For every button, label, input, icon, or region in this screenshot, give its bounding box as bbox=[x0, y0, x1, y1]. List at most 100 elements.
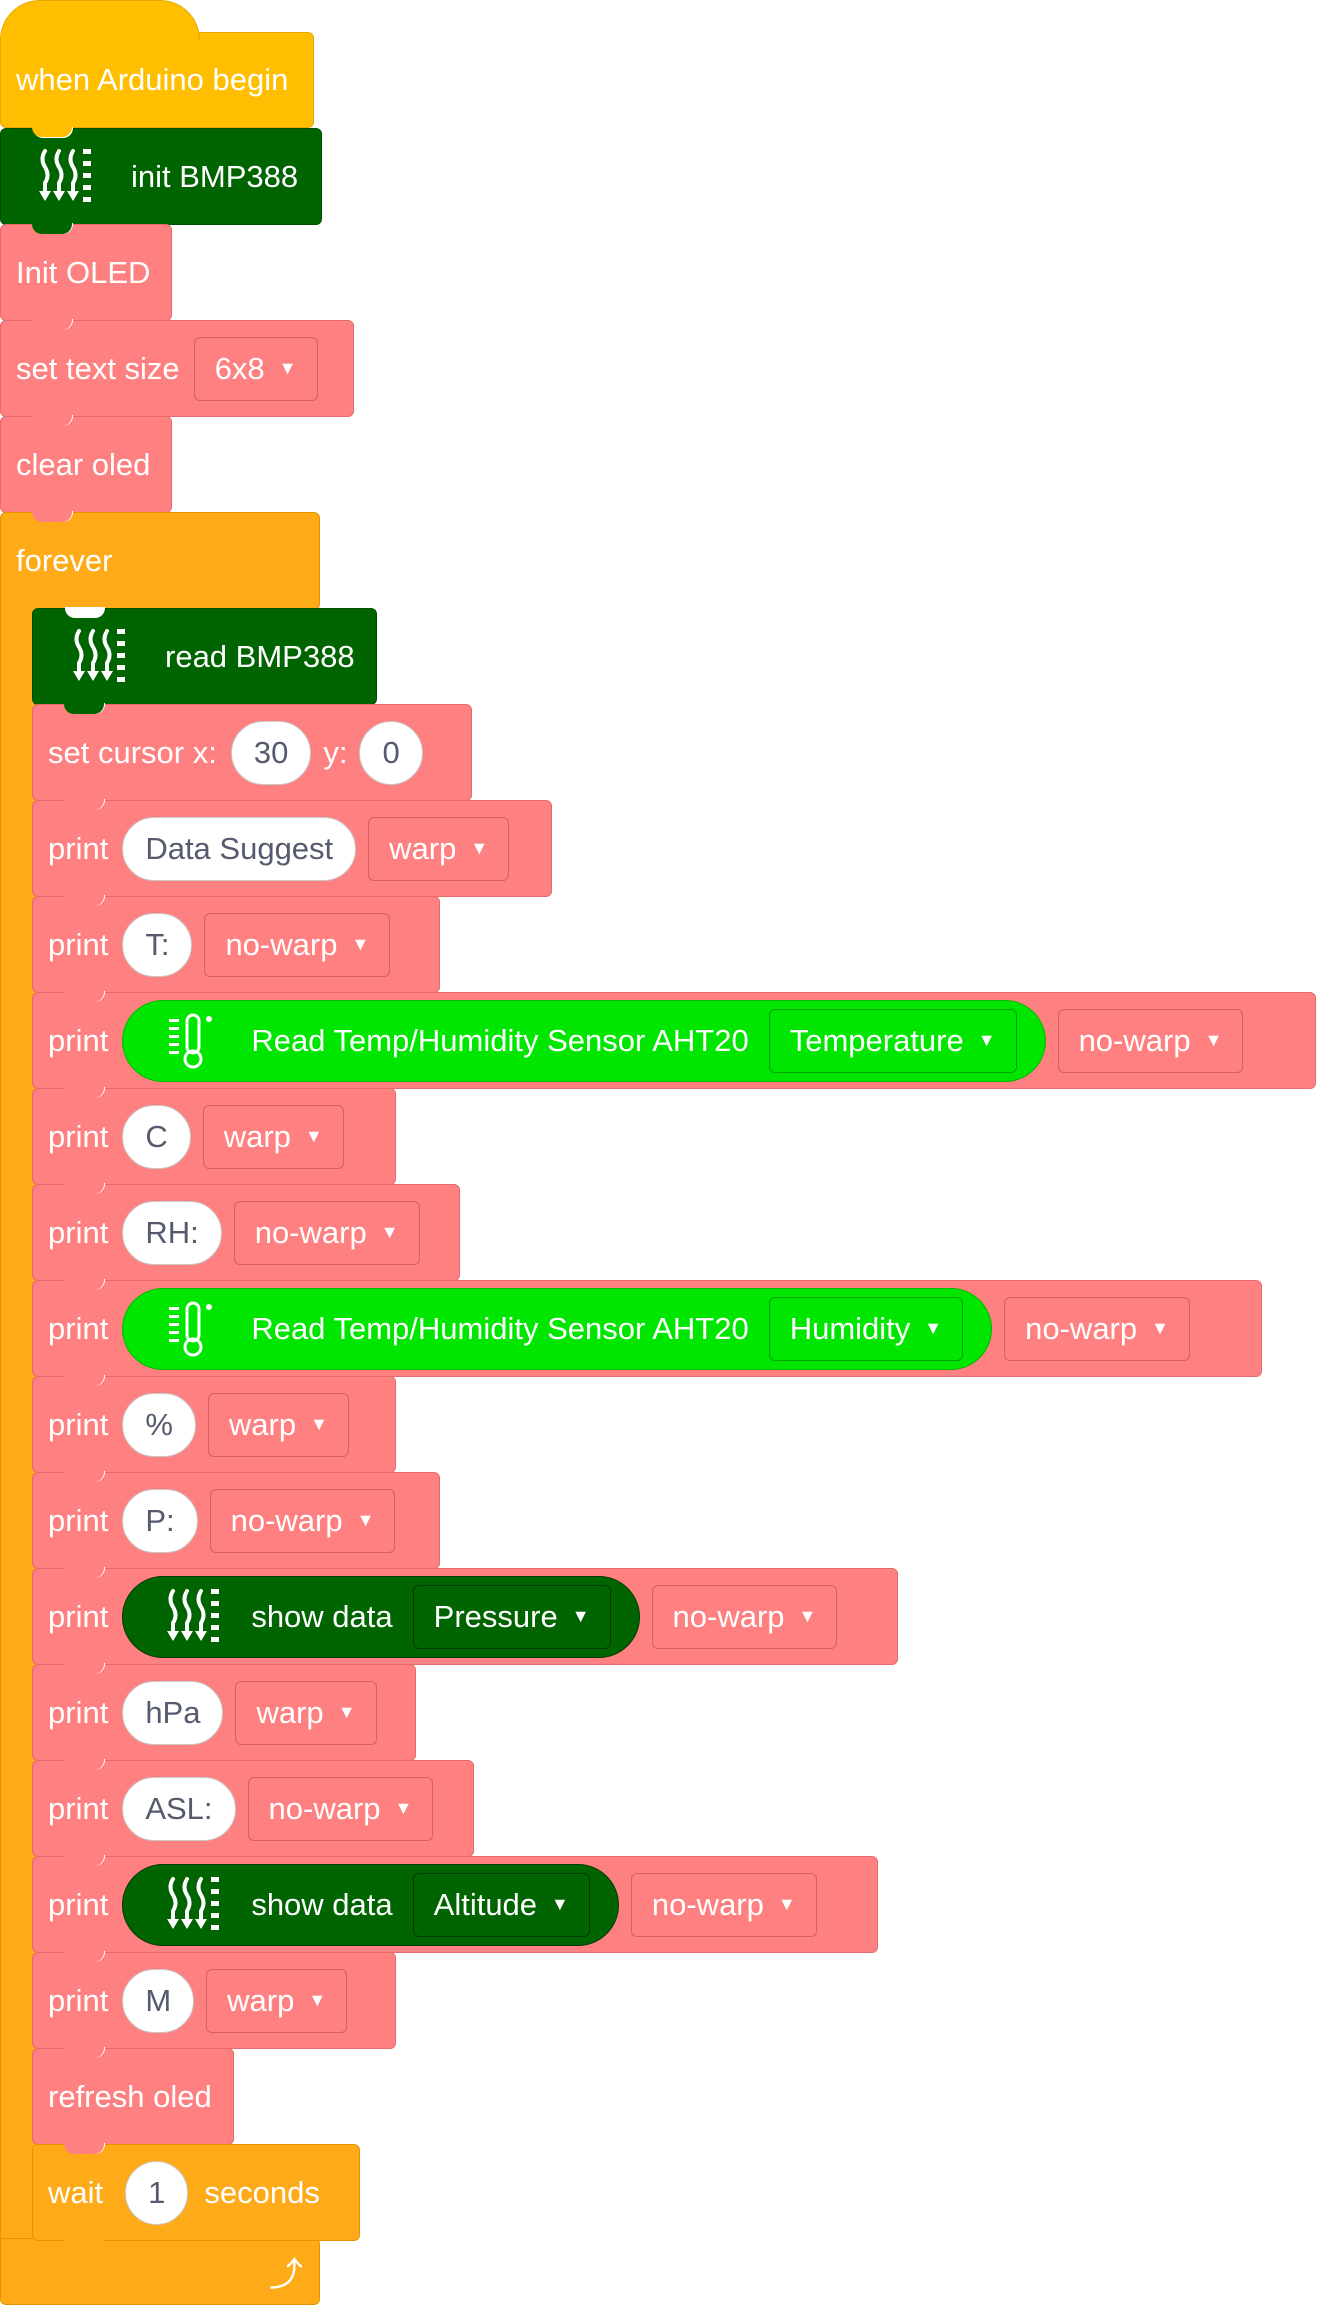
warp-mode-dropdown[interactable]: warp▼ bbox=[206, 1968, 348, 2033]
set-cursor-bump bbox=[64, 799, 104, 810]
chevron-down-icon: ▼ bbox=[977, 1030, 996, 1050]
print-text-input[interactable]: RH: bbox=[122, 1200, 222, 1265]
chevron-down-icon: ▼ bbox=[278, 358, 297, 378]
aht20-reporter[interactable]: Read Temp/Humidity Sensor AHT20 Humidity▼ bbox=[122, 1287, 993, 1370]
init-bmp388-block[interactable]: init BMP388 bbox=[0, 127, 322, 225]
warp-mode-dropdown[interactable]: warp ▼ bbox=[235, 1680, 377, 1745]
read-bmp388-block[interactable]: read BMP388 bbox=[32, 607, 377, 705]
warp-mode-dropdown[interactable]: no-warp▼ bbox=[204, 912, 391, 977]
loop-arrow-icon: ⤴ bbox=[269, 2256, 303, 2294]
print-block[interactable]: print%warp▼ bbox=[32, 1375, 396, 1473]
refresh-oled-label: refresh oled bbox=[48, 2078, 212, 2114]
set-text-size-label: set text size bbox=[16, 350, 180, 386]
warp-mode-dropdown[interactable]: warp▼ bbox=[202, 1104, 344, 1169]
bmp-option-dropdown[interactable]: Pressure▼ bbox=[412, 1584, 611, 1649]
warp-mode-value: no-warp bbox=[230, 1502, 343, 1538]
warp-mode-dropdown[interactable]: no-warp▼ bbox=[209, 1488, 396, 1553]
hat-label: when Arduino begin bbox=[16, 62, 289, 97]
print-text-input[interactable]: Data Suggest bbox=[122, 816, 357, 881]
warp-mode-value: no-warp bbox=[1025, 1310, 1138, 1346]
bmp-label: show data bbox=[251, 1886, 393, 1922]
print-text-input[interactable]: P: bbox=[122, 1488, 198, 1553]
warp-mode-dropdown[interactable]: warp▼ bbox=[368, 816, 510, 881]
print-text-input[interactable]: hPa bbox=[122, 1680, 224, 1745]
cursor-x-input[interactable]: 30 bbox=[230, 720, 312, 785]
bmp-option-dropdown[interactable]: Altitude▼ bbox=[412, 1872, 590, 1937]
print-block[interactable]: print P:no-warp▼ bbox=[32, 1471, 440, 1569]
aht20-label: Read Temp/Humidity Sensor AHT20 bbox=[251, 1310, 749, 1346]
read-bmp-bump bbox=[64, 703, 104, 714]
clear-oled-block[interactable]: clear oled bbox=[0, 415, 172, 513]
print-label: print bbox=[48, 1502, 109, 1538]
aht20-option-dropdown[interactable]: Humidity▼ bbox=[768, 1296, 964, 1361]
chevron-down-icon: ▼ bbox=[394, 1798, 413, 1818]
print-block[interactable]: print T:no-warp▼ bbox=[32, 895, 440, 993]
aht20-reporter[interactable]: Read Temp/Humidity Sensor AHT20 Temperatu… bbox=[122, 999, 1046, 1082]
warp-mode-value: warp bbox=[223, 1118, 291, 1154]
set-text-size-block[interactable]: set text size 6x8 ▼ bbox=[0, 319, 354, 417]
clear-oled-label: clear oled bbox=[16, 446, 151, 482]
print-bump bbox=[64, 1183, 104, 1194]
warp-mode-dropdown[interactable]: warp▼ bbox=[207, 1392, 349, 1457]
print-text-input[interactable]: % bbox=[122, 1392, 196, 1457]
warp-mode-value: warp bbox=[256, 1694, 324, 1730]
warp-mode-value: no-warp bbox=[254, 1214, 367, 1250]
print-bump bbox=[64, 1567, 104, 1578]
wait-block[interactable]: wait 1 seconds bbox=[32, 2143, 360, 2241]
warp-mode-dropdown[interactable]: no-warp▼ bbox=[1004, 1296, 1190, 1361]
thermometer-icon bbox=[163, 1011, 223, 1071]
print-label: print bbox=[48, 1694, 109, 1730]
print-bump bbox=[64, 1855, 104, 1866]
warp-mode-dropdown[interactable]: no-warp▼ bbox=[630, 1872, 817, 1937]
aht20-option-dropdown[interactable]: Temperature▼ bbox=[768, 1008, 1017, 1073]
aht20-label: Read Temp/Humidity Sensor AHT20 bbox=[251, 1022, 749, 1058]
wait-unit-label: seconds bbox=[204, 2174, 320, 2210]
refresh-oled-block[interactable]: refresh oled bbox=[32, 2047, 234, 2145]
print-bump bbox=[64, 1663, 104, 1674]
wait-seconds-input[interactable]: 1 bbox=[125, 2160, 189, 2225]
forever-block[interactable]: forever bbox=[0, 511, 320, 610]
thermometer-icon bbox=[163, 1299, 223, 1359]
warp-mode-dropdown[interactable]: no-warp▼ bbox=[247, 1776, 434, 1841]
init-oled-label: Init OLED bbox=[16, 254, 151, 290]
warp-mode-dropdown[interactable]: no-warp▼ bbox=[1057, 1008, 1244, 1073]
init-oled-block[interactable]: Init OLED bbox=[0, 223, 172, 321]
print-text-input[interactable]: ASL: bbox=[122, 1776, 236, 1841]
bmp-option-value: Altitude bbox=[433, 1886, 538, 1922]
chevron-down-icon: ▼ bbox=[337, 1702, 356, 1722]
set-cursor-block[interactable]: set cursor x: 30 y: 0 bbox=[32, 703, 472, 801]
chevron-down-icon: ▼ bbox=[571, 1606, 590, 1626]
print-bump bbox=[64, 895, 104, 906]
chevron-down-icon: ▼ bbox=[470, 838, 489, 858]
warp-mode-value: warp bbox=[228, 1406, 297, 1442]
wait-label: wait bbox=[48, 2174, 104, 2210]
print-label: print bbox=[48, 926, 109, 962]
read-bmp388-label: read BMP388 bbox=[165, 638, 355, 674]
warp-mode-dropdown[interactable]: no-warp▼ bbox=[651, 1584, 838, 1649]
print-text-input[interactable]: T: bbox=[122, 912, 193, 977]
print-bump bbox=[64, 1759, 104, 1770]
init-bmp-bump bbox=[32, 223, 72, 234]
text-size-dropdown[interactable]: 6x8 ▼ bbox=[193, 336, 318, 401]
print-label: print bbox=[48, 1022, 109, 1058]
hat-when-arduino-begin[interactable]: when Arduino begin bbox=[0, 32, 314, 128]
bmp-reporter[interactable]: show data Altitude▼ bbox=[122, 1863, 619, 1946]
print-bump bbox=[64, 1279, 104, 1290]
chevron-down-icon: ▼ bbox=[924, 1318, 943, 1338]
print-text-input[interactable]: C bbox=[122, 1104, 191, 1169]
warp-mode-dropdown[interactable]: no-warp▼ bbox=[233, 1200, 420, 1265]
cursor-y-input[interactable]: 0 bbox=[359, 720, 423, 785]
print-text-input[interactable]: M bbox=[122, 1968, 195, 2033]
chevron-down-icon: ▼ bbox=[798, 1606, 817, 1626]
print-block[interactable]: print Read Temp/Humidity Sensor AHT20 Temp… bbox=[32, 991, 1316, 1089]
